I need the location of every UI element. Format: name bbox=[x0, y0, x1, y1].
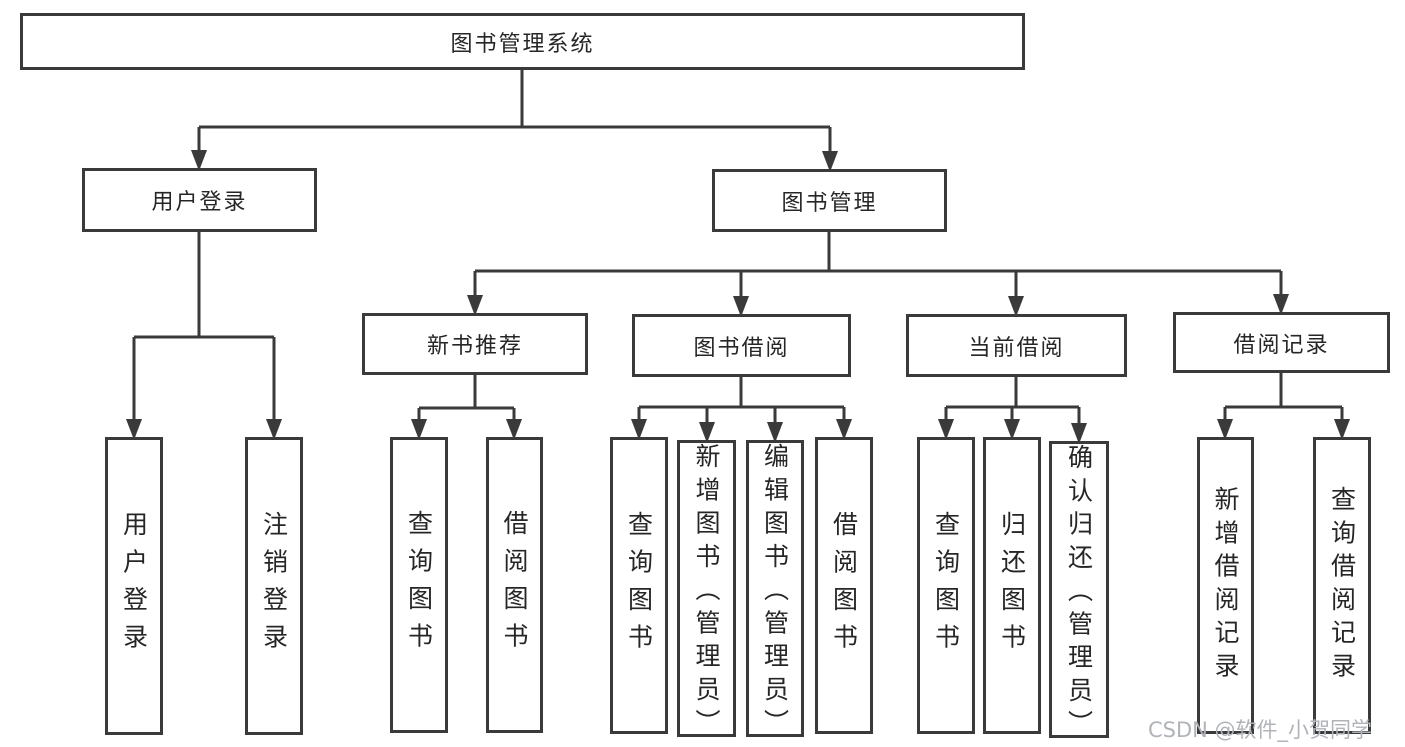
node-new-book-recommend: 新书推荐 bbox=[362, 313, 588, 375]
node-label: 查询图书 bbox=[404, 510, 434, 660]
node-label: 借阅图书 bbox=[829, 510, 859, 661]
node-label: 图书管理系统 bbox=[450, 31, 595, 57]
node-label: 注销登录 bbox=[259, 511, 289, 661]
leaf-cb-return-books: 归还图书 bbox=[983, 437, 1041, 734]
leaf-bb-borrow-books: 借阅图书 bbox=[815, 437, 873, 734]
node-label: 编辑图书（管理员） bbox=[760, 443, 790, 743]
node-label: 新书推荐 bbox=[426, 334, 523, 359]
node-label: 借阅记录 bbox=[1233, 332, 1330, 358]
leaf-bb-add-books-admin: 新增图书（管理员） bbox=[677, 440, 736, 743]
node-label: 查询图书 bbox=[624, 510, 654, 661]
node-borrowing-records: 借阅记录 bbox=[1173, 312, 1390, 373]
node-label: 用户登录 bbox=[119, 511, 149, 661]
leaf-nbr-query-books: 查询图书 bbox=[390, 437, 448, 733]
node-label: 用户登录 bbox=[151, 190, 248, 215]
node-label: 确认归还（管理员） bbox=[1064, 444, 1094, 744]
leaf-user-login: 用户登录 bbox=[105, 437, 163, 735]
node-label: 归还图书 bbox=[997, 510, 1027, 661]
node-book-borrowing: 图书借阅 bbox=[632, 314, 851, 377]
node-label: 新增图书（管理员） bbox=[692, 443, 721, 743]
leaf-cb-confirm-return-admin: 确认归还（管理员） bbox=[1049, 441, 1109, 744]
node-current-borrowing: 当前借阅 bbox=[906, 314, 1127, 377]
node-label: 借阅图书 bbox=[500, 510, 529, 660]
node-book-management: 图书管理 bbox=[712, 169, 947, 232]
node-label: 图书借阅 bbox=[693, 335, 790, 361]
leaf-br-add-record: 新增借阅记录 bbox=[1197, 437, 1254, 734]
leaf-cb-query-books: 查询图书 bbox=[917, 437, 975, 734]
node-label: 当前借阅 bbox=[968, 335, 1065, 361]
node-library-management-system: 图书管理系统 bbox=[20, 13, 1025, 70]
node-label: 新增借阅记录 bbox=[1211, 485, 1240, 686]
leaf-bb-query-books: 查询图书 bbox=[610, 437, 668, 734]
leaf-logout: 注销登录 bbox=[245, 437, 303, 735]
leaf-bb-edit-books-admin: 编辑图书（管理员） bbox=[746, 440, 804, 743]
node-label: 查询图书 bbox=[931, 510, 961, 661]
node-label: 查询借阅记录 bbox=[1327, 485, 1357, 686]
node-user-login: 用户登录 bbox=[82, 168, 317, 232]
leaf-nbr-borrow-books: 借阅图书 bbox=[486, 437, 543, 733]
csdn-watermark: CSDN @软件_小贺同学 bbox=[1148, 718, 1373, 742]
node-label: 图书管理 bbox=[781, 190, 878, 216]
leaf-br-query-record: 查询借阅记录 bbox=[1313, 437, 1371, 734]
